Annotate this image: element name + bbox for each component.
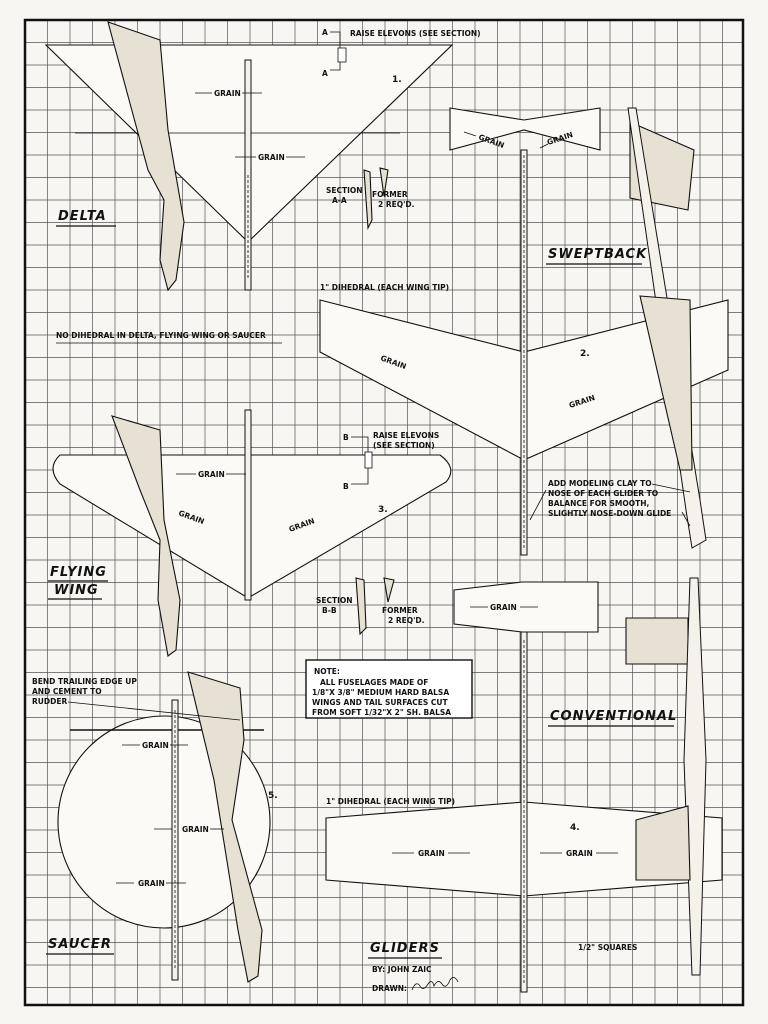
flying-wing-grain-1: GRAIN: [198, 470, 225, 479]
material-note-line-2: 1/8"X 3/8" MEDIUM HARD BALSA: [312, 688, 449, 697]
conventional-number: 4.: [570, 823, 580, 833]
delta-title: DELTA: [58, 209, 107, 224]
conventional-grain-tail: GRAIN: [490, 603, 517, 612]
saucer-rudder-note-3: RUDDER: [32, 697, 67, 706]
plan-drawn-by: DRAWN:: [372, 984, 407, 993]
saucer-rudder-note-1: BEND TRAILING EDGE UP: [32, 677, 137, 686]
material-note-line-3: WINGS AND TAIL SURFACES CUT: [312, 698, 449, 707]
flying-wing-elevon-note-1: RAISE ELEVONS: [373, 431, 439, 440]
conventional-dihedral-note: 1" DIHEDRAL (EACH WING TIP): [326, 797, 455, 806]
flying-wing-fin: [111, 415, 181, 657]
flying-wing-glider: GRAIN GRAIN GRAIN 3. B B RAISE ELEVONS (…: [48, 409, 452, 657]
conventional-side-stabilizer: [625, 617, 689, 665]
saucer-fin: [187, 671, 263, 983]
delta-marker-a-bottom: A: [322, 69, 328, 78]
sweptback-number: 2.: [580, 349, 590, 359]
flying-wing-marker-b-top: B: [343, 433, 349, 442]
saucer-grain-3: GRAIN: [138, 879, 165, 888]
conventional-glider: GRAIN GRAIN GRAIN 4. 1" DIHEDRAL (EACH W…: [325, 577, 723, 993]
material-note: NOTE: ALL FUSELAGES MADE OF 1/8"X 3/8" M…: [305, 659, 473, 719]
flying-wing-section-label-2: B-B: [322, 606, 337, 615]
material-note-line-4: FROM SOFT 1/32"X 2" SH. BALSA: [312, 708, 451, 717]
sweptback-dihedral-note: 1" DIHEDRAL (EACH WING TIP): [320, 283, 449, 292]
delta-fin: [107, 21, 185, 292]
title-block: GLIDERS BY: JOHN ZAIC DRAWN: 1/2" SQUARE…: [368, 941, 637, 993]
delta-former-label-2: 2 REQ'D.: [378, 200, 415, 209]
delta-section-label-1: SECTION: [326, 186, 363, 195]
flying-wing-fuselage: [244, 409, 252, 601]
plan-title: GLIDERS: [370, 941, 440, 956]
delta-number: 1.: [392, 75, 402, 85]
delta-grain-2: GRAIN: [258, 153, 285, 162]
saucer-rudder-note-2: AND CEMENT TO: [32, 687, 102, 696]
sweptback-title: SWEPTBACK: [548, 247, 647, 262]
saucer-number: 5.: [268, 791, 278, 801]
saucer-grain-1: GRAIN: [142, 741, 169, 750]
sweptback-tailplane: [449, 107, 601, 151]
delta-marker-a-top: A: [322, 28, 328, 37]
balance-note-1: ADD MODELING CLAY TO: [548, 479, 652, 488]
saucer-glider: GRAIN GRAIN GRAIN 5. BEND TRAILING EDGE …: [32, 671, 278, 983]
conventional-title: CONVENTIONAL: [550, 709, 677, 724]
delta-section-label-2: A-A: [332, 196, 347, 205]
flying-wing-title-1: FLYING: [50, 565, 107, 580]
delta-former-label-1: FORMER: [372, 190, 408, 199]
delta-glider: 1. GRAIN GRAIN A A RAISE ELEVONS (SEE SE…: [44, 21, 481, 292]
plan-author: BY: JOHN ZAIC: [372, 965, 432, 974]
balance-note-4: SLIGHTLY NOSE-DOWN GLIDE: [548, 509, 671, 518]
flying-wing-number: 3.: [378, 505, 388, 515]
material-note-heading: NOTE:: [314, 667, 340, 676]
delta-grain-1: GRAIN: [214, 89, 241, 98]
saucer-title: SAUCER: [48, 937, 112, 952]
general-note: NO DIHEDRAL IN DELTA, FLYING WING OR SAU…: [56, 331, 266, 340]
balance-note-2: NOSE OF EACH GLIDER TO: [548, 489, 658, 498]
material-note-line-1: ALL FUSELAGES MADE OF: [320, 678, 428, 687]
flying-wing-former-label-2: 2 REQ'D.: [388, 616, 425, 625]
scale-note: 1/2" SQUARES: [578, 943, 637, 952]
flying-wing-section-label-1: SECTION: [316, 596, 353, 605]
sheet-border: [23, 18, 745, 1007]
flying-wing-title-2: WING: [54, 583, 99, 598]
balance-note-3: BALANCE FOR SMOOTH,: [548, 499, 650, 508]
sweptback-side-wing: [639, 295, 693, 471]
saucer-grain-2: GRAIN: [182, 825, 209, 834]
conventional-grain-wing-2: GRAIN: [566, 849, 593, 858]
delta-elevon-note: RAISE ELEVONS (SEE SECTION): [350, 29, 481, 38]
conventional-grain-wing-1: GRAIN: [418, 849, 445, 858]
flying-wing-former-label-1: FORMER: [382, 606, 418, 615]
flying-wing-elevon-note-2: (SEE SECTION): [373, 441, 435, 450]
conventional-side-fin: [635, 805, 691, 881]
flying-wing-marker-b-bottom: B: [343, 482, 349, 491]
drafter-signature: [411, 977, 459, 991]
sweptback-glider: GRAIN GRAIN GRAIN GRAIN 2. 1" DIHEDRAL (…: [319, 107, 729, 556]
